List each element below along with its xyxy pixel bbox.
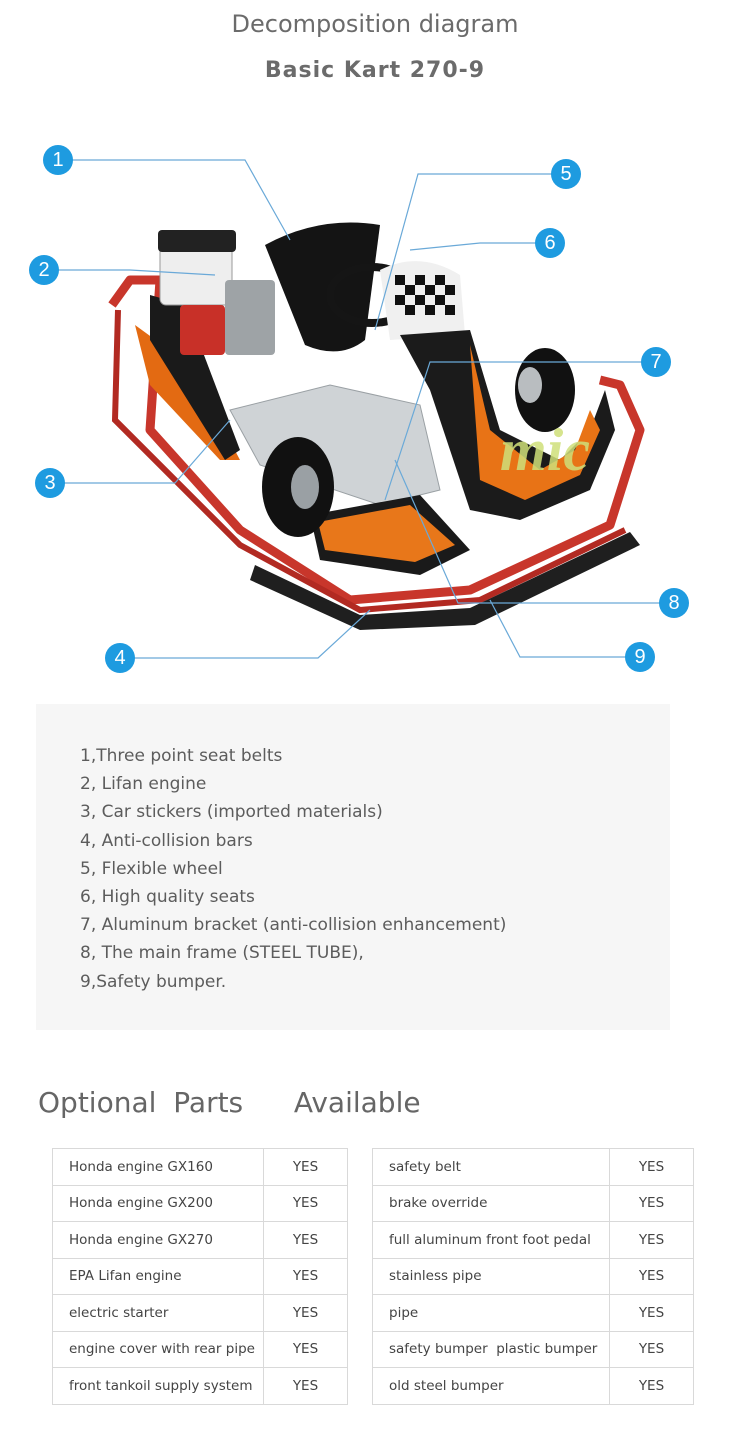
kart-diagram: mic 1 2 3 4 5 6 7 8 9 xyxy=(29,145,689,673)
svg-text:6: 6 xyxy=(544,232,555,254)
parts-list-item: 7, Aluminum bracket (anti-collision enha… xyxy=(80,915,507,936)
option-availability: YES xyxy=(263,1367,348,1405)
option-name: EPA Lifan engine xyxy=(52,1257,264,1295)
svg-text:7: 7 xyxy=(650,351,661,373)
parts-list-item: 2, Lifan engine xyxy=(80,774,207,795)
option-name: pipe xyxy=(372,1294,610,1332)
option-availability: YES xyxy=(609,1330,694,1368)
parts-list-item: 1,Three point seat belts xyxy=(80,746,283,766)
option-name: electric starter xyxy=(52,1294,264,1332)
diagram-title: Decomposition diagram xyxy=(231,10,519,38)
parts-list-item: 4, Anti-collision bars xyxy=(80,830,253,851)
option-name: brake override xyxy=(372,1184,610,1222)
parts-list: 1,Three point seat belts 2, Lifan engine… xyxy=(80,742,506,996)
option-name: engine cover with rear pipe xyxy=(52,1330,264,1368)
option-availability: YES xyxy=(609,1184,694,1222)
parts-list-item: 8, The main frame (STEEL TUBE), xyxy=(80,943,364,964)
option-availability: YES xyxy=(609,1148,694,1186)
optional-parts-heading: Optional Parts Available xyxy=(38,1086,421,1119)
svg-text:9: 9 xyxy=(634,646,645,668)
option-availability: YES xyxy=(263,1330,348,1368)
callout-badge-9: 9 xyxy=(625,642,655,672)
option-name: stainless pipe xyxy=(372,1257,610,1295)
leader-lines xyxy=(44,159,674,659)
parts-list-item: 3, Car stickers (imported materials) xyxy=(80,802,383,823)
svg-text:2: 2 xyxy=(38,259,49,281)
option-name: safety belt xyxy=(372,1148,610,1186)
option-availability: YES xyxy=(609,1257,694,1295)
kart-illustration xyxy=(108,222,645,630)
option-name: Honda engine GX160 xyxy=(52,1148,264,1186)
option-availability: YES xyxy=(263,1221,348,1259)
callout-badge-8: 8 xyxy=(659,588,689,618)
option-availability: YES xyxy=(609,1294,694,1332)
option-availability: YES xyxy=(263,1294,348,1332)
callout-badge-3: 3 xyxy=(35,468,65,498)
option-name: old steel bumper xyxy=(372,1367,610,1405)
option-name: front tankoil supply system xyxy=(52,1367,264,1405)
callout-badge-6: 6 xyxy=(535,228,565,258)
parts-list-item: 9,Safety bumper. xyxy=(80,971,227,992)
svg-text:4: 4 xyxy=(114,647,125,669)
parts-list-item: 5, Flexible wheel xyxy=(80,858,223,879)
option-availability: YES xyxy=(263,1184,348,1222)
callout-badge-2: 2 xyxy=(29,255,59,285)
option-availability: YES xyxy=(263,1148,348,1186)
option-name: Honda engine GX270 xyxy=(52,1221,264,1259)
option-name: Honda engine GX200 xyxy=(52,1184,264,1222)
product-name: Basic Kart 270-9 xyxy=(264,58,486,83)
callout-badge-1: 1 xyxy=(43,145,73,175)
svg-text:8: 8 xyxy=(668,592,679,614)
option-name: safety bumper plastic bumper xyxy=(372,1330,610,1368)
callout-badge-5: 5 xyxy=(551,159,581,189)
option-availability: YES xyxy=(609,1367,694,1405)
option-availability: YES xyxy=(609,1221,694,1259)
callout-badge-4: 4 xyxy=(105,643,135,673)
svg-text:5: 5 xyxy=(560,163,571,185)
parts-legend: 1,Three point seat belts 2, Lifan engine… xyxy=(36,704,670,1030)
watermark-logo: mic xyxy=(500,417,590,483)
option-availability: YES xyxy=(263,1257,348,1295)
svg-text:1: 1 xyxy=(52,149,63,171)
option-name: full aluminum front foot pedal xyxy=(372,1221,610,1259)
callout-badge-7: 7 xyxy=(641,347,671,377)
parts-list-item: 6, High quality seats xyxy=(80,887,255,908)
svg-text:3: 3 xyxy=(44,472,55,494)
